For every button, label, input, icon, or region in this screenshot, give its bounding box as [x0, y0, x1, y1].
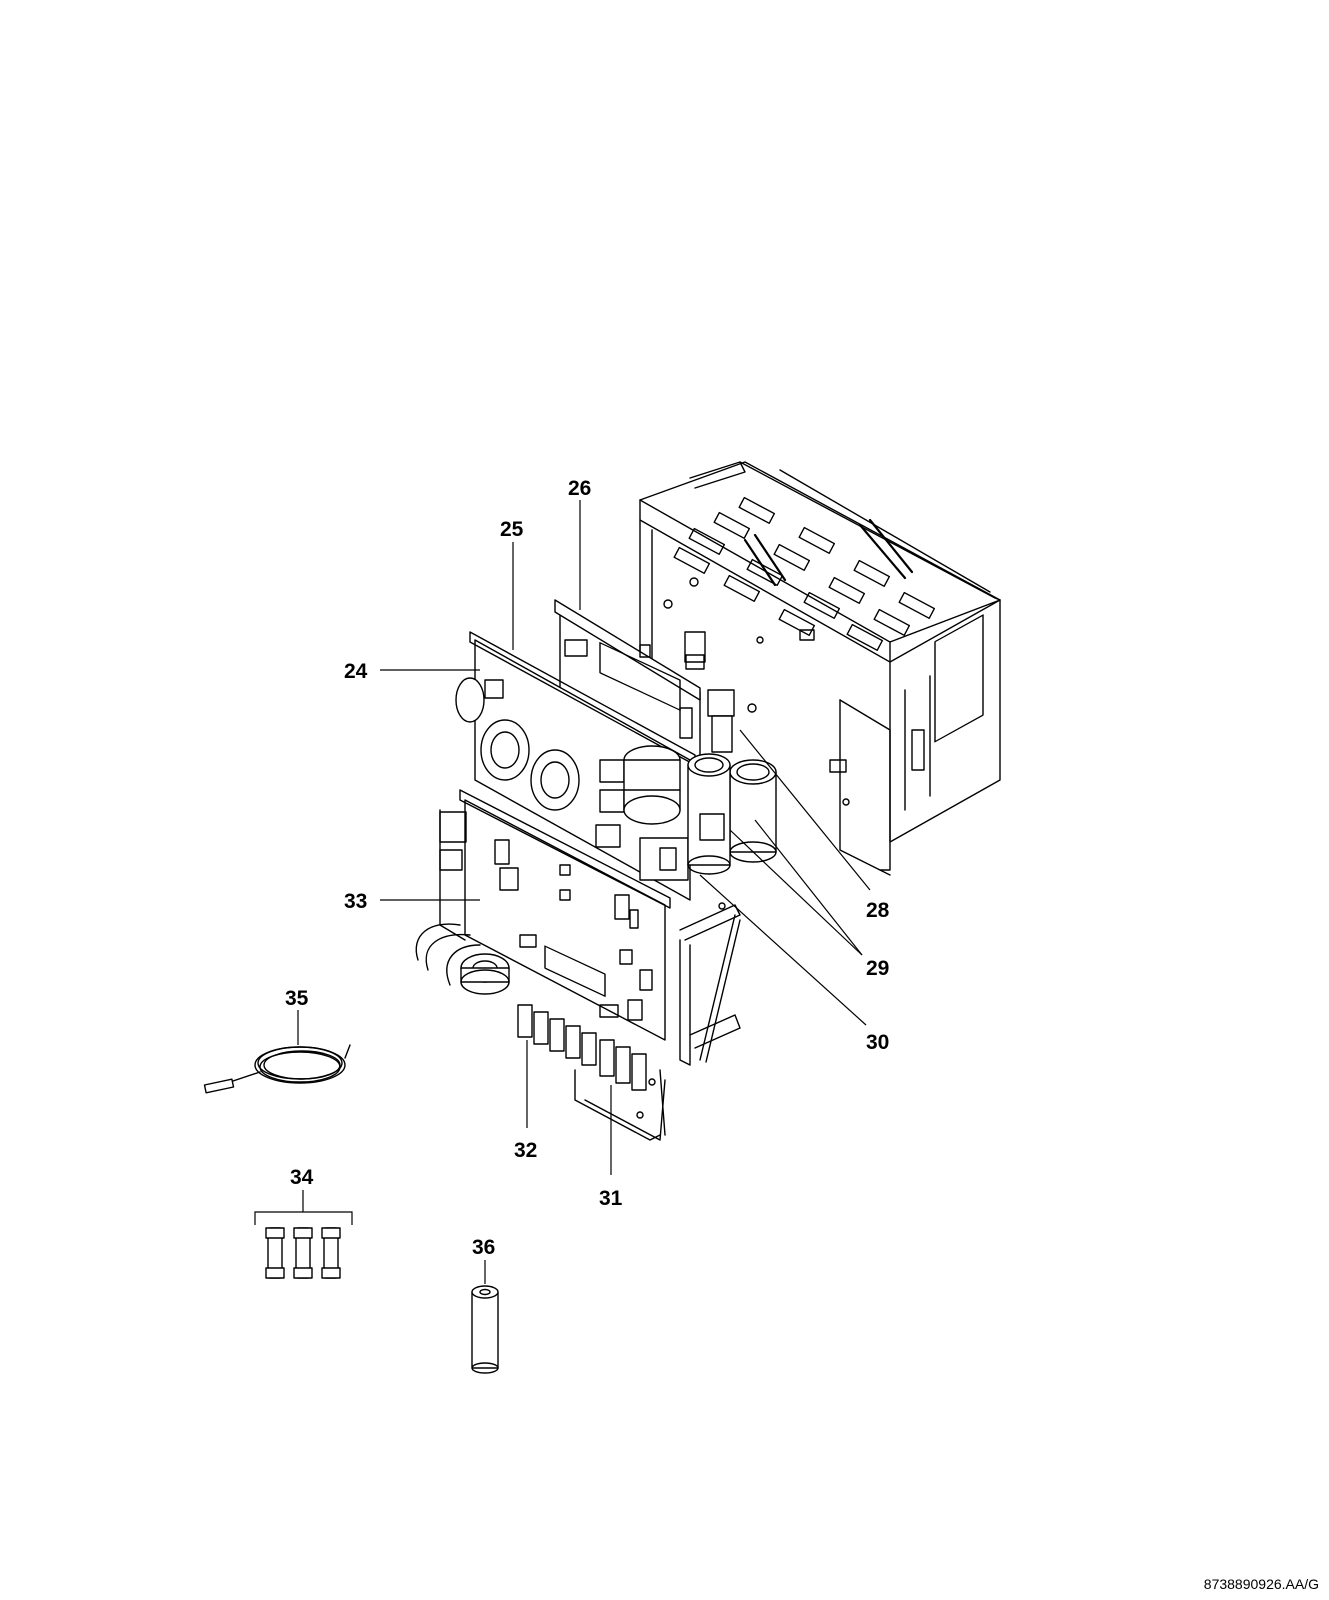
callout-24: 24 [344, 660, 368, 683]
capacitor-28 [729, 759, 777, 863]
support-frame [679, 902, 741, 1066]
cable-hooks [415, 923, 481, 986]
pcb-front-33 [439, 789, 671, 1041]
callout-26: 26 [568, 477, 591, 500]
drawing-reference-code: 8738890926.AA/G [1203, 1576, 1319, 1592]
callout-35: 35 [285, 987, 309, 1010]
mounting-plate [574, 1069, 666, 1141]
callout-34: 34 [290, 1166, 314, 1189]
callout-36: 36 [472, 1236, 495, 1259]
callout-31: 31 [599, 1187, 623, 1210]
ferrite-ring [460, 953, 510, 995]
fuse-set [265, 1227, 341, 1279]
leader-lines [254, 500, 871, 1284]
callout-30: 30 [866, 1031, 889, 1054]
terminal-block-32 [517, 1004, 597, 1066]
callout-29: 29 [866, 957, 889, 980]
pcb-middle-25 [455, 631, 696, 901]
temperature-sensor-coil [203, 1044, 351, 1094]
callout-labels: 24 25 26 28 29 30 31 32 33 34 35 36 [285, 477, 890, 1259]
ferrite-rod [471, 1285, 499, 1374]
top-vent-slots [673, 496, 936, 651]
callout-25: 25 [500, 518, 524, 541]
capacitor-29 [687, 753, 731, 875]
callout-32: 32 [514, 1139, 537, 1162]
relay-block [707, 689, 735, 753]
terminal-block-31 [599, 1039, 647, 1091]
callout-33: 33 [344, 890, 367, 913]
metal-housing [639, 461, 1001, 876]
callout-28: 28 [866, 899, 890, 922]
